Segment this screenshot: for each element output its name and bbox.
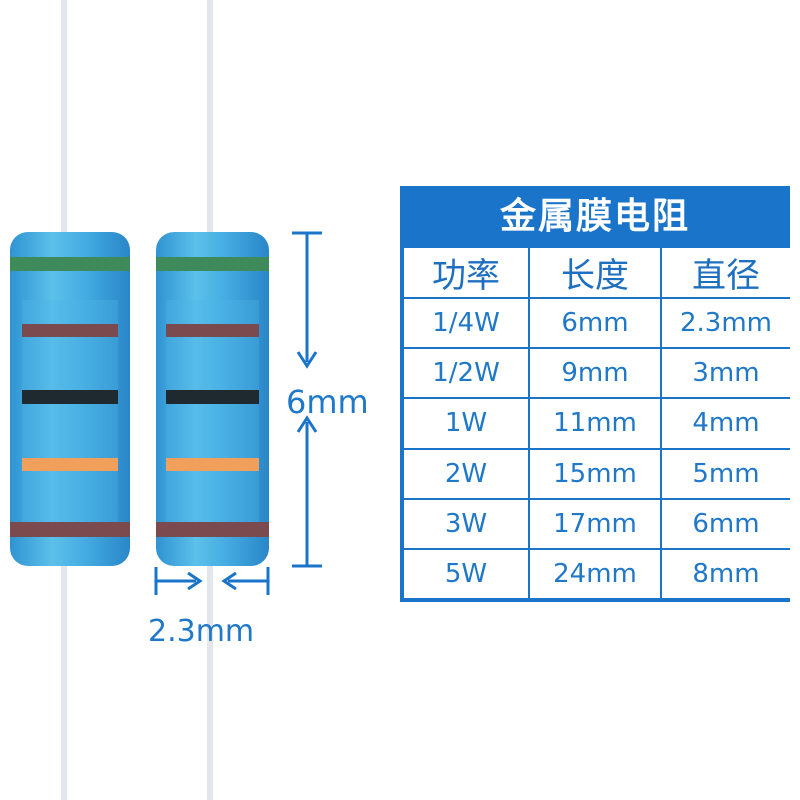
band-brown (166, 324, 259, 337)
resistor-right (156, 0, 269, 800)
table-cell: 9mm (530, 349, 660, 398)
length-dimension (292, 231, 322, 568)
table-cell: 1W (404, 399, 528, 448)
band-brown (156, 522, 269, 537)
column-header: 功率 (404, 248, 528, 297)
band-brown (10, 522, 130, 537)
table-cell: 8mm (662, 549, 790, 598)
band-orange (166, 458, 259, 471)
band-orange (22, 458, 118, 471)
table-cell: 3W (404, 499, 528, 548)
arrow-up-icon (296, 415, 318, 433)
band-black (166, 390, 259, 404)
table-cell: 1/4W (404, 299, 528, 348)
table-cell: 2W (404, 449, 528, 498)
table-cell: 11mm (530, 399, 660, 448)
band-green (156, 257, 269, 271)
band-green (10, 257, 130, 271)
length-label: 6mm (286, 383, 369, 421)
table-cell: 4mm (662, 399, 790, 448)
spec-table: 金属膜电阻 功率 长度 直径 1/4W 6mm 2.3mm 1/2W 9mm 3… (400, 186, 790, 602)
column-header: 长度 (530, 248, 660, 297)
table-cell: 3mm (662, 349, 790, 398)
table-cell: 6mm (662, 499, 790, 548)
table-cell: 15mm (530, 449, 660, 498)
arrow-left-icon (221, 571, 237, 591)
arrow-down-icon (296, 351, 318, 369)
table-cell: 5W (404, 549, 528, 598)
arrow-right-icon (187, 571, 203, 591)
table-cell: 17mm (530, 499, 660, 548)
diameter-label: 2.3mm (148, 614, 254, 649)
band-black (22, 390, 118, 404)
diameter-dimension (154, 567, 270, 595)
table-grid: 功率 长度 直径 1/4W 6mm 2.3mm 1/2W 9mm 3mm 1W … (404, 248, 790, 598)
table-title: 金属膜电阻 (499, 196, 690, 237)
table-cell: 5mm (662, 449, 790, 498)
column-header: 直径 (662, 248, 790, 297)
table-cell: 2.3mm (662, 299, 790, 348)
band-brown (22, 324, 118, 337)
resistor-left (10, 0, 130, 800)
table-cell: 1/2W (404, 349, 528, 398)
table-cell: 24mm (530, 549, 660, 598)
table-cell: 6mm (530, 299, 660, 348)
